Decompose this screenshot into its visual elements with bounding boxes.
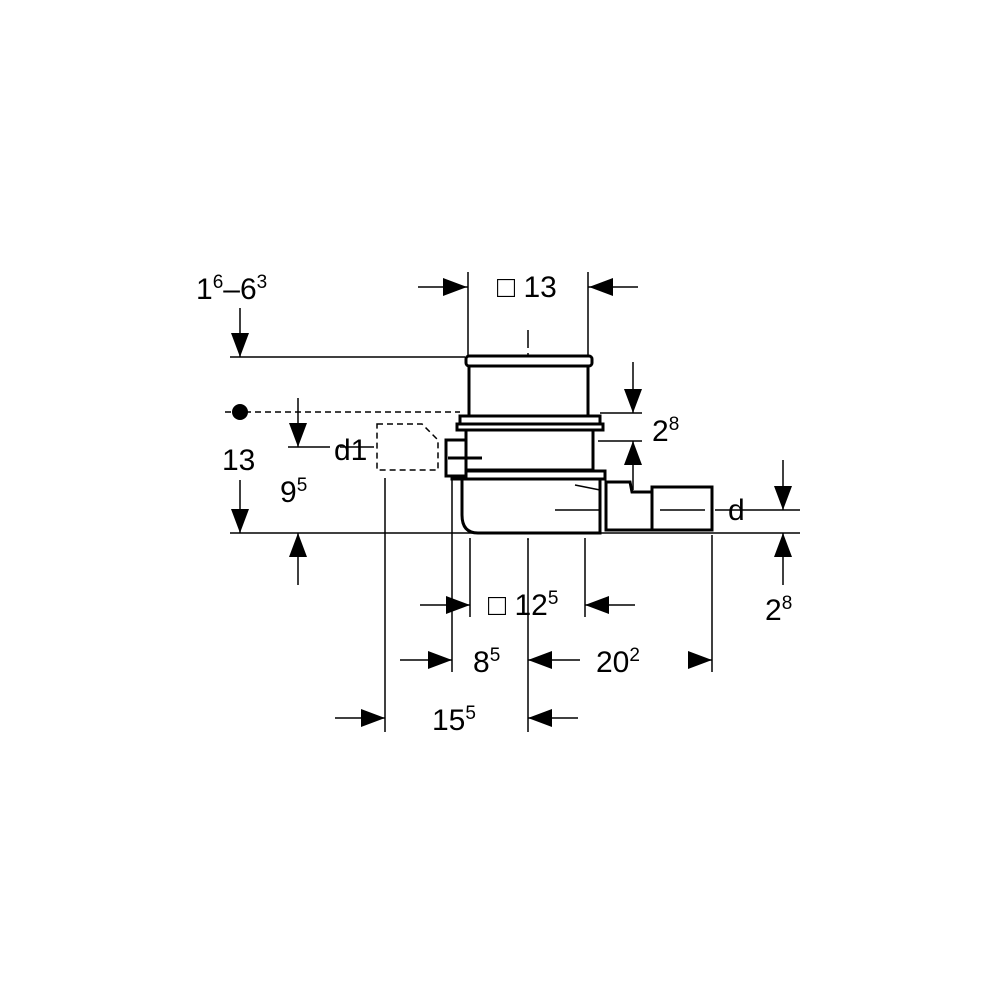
bottom-square-label: □ 125 <box>488 588 558 622</box>
outlet-height-label: 95 <box>280 475 307 509</box>
dim-15-5-label: 155 <box>432 703 476 737</box>
dimension-labels: 16–63 □ 13 28 d1 13 95 d 28 □ 125 85 202… <box>196 271 792 737</box>
top-square-label: □ 13 <box>497 271 557 304</box>
drain-body <box>376 354 714 535</box>
left-height-label: 13 <box>222 444 255 477</box>
d1-label: d1 <box>334 434 367 467</box>
dim-8-5-label: 85 <box>473 645 500 679</box>
ring-height-label: 28 <box>652 414 679 448</box>
bottom-offset-label: 28 <box>765 593 792 627</box>
dim-20-2-label: 202 <box>596 645 640 679</box>
outlet-d-label: d <box>728 494 745 527</box>
arrowheads <box>231 278 792 727</box>
reference-point-icon <box>232 404 248 420</box>
height-range-label: 16–63 <box>196 272 267 306</box>
